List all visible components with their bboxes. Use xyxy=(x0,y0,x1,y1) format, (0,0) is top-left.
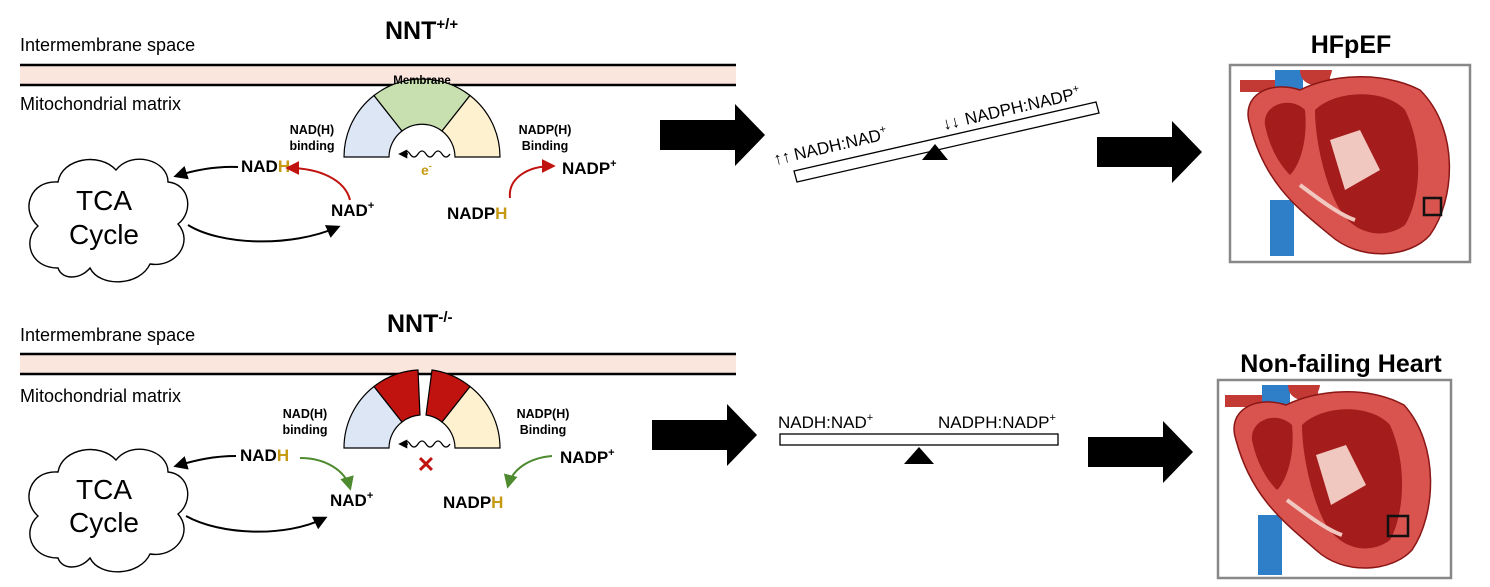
intermembrane-label: Intermembrane space xyxy=(20,35,195,55)
nnt-wt-title: NNT+/+ xyxy=(385,16,458,45)
nad-plus-label: NAD+ xyxy=(331,200,374,220)
matrix-label: Mitochondrial matrix xyxy=(20,386,181,406)
nadp-plus-label: NADP+ xyxy=(562,158,617,178)
nadp-binding-label-2: Binding xyxy=(520,423,567,437)
ratio-nadh-label-bottom: NADH:NAD+ xyxy=(778,412,873,432)
nadp-to-nadph-green-arrow xyxy=(503,455,553,489)
outcome-title-hfpef: HFpEF xyxy=(1311,31,1392,59)
membrane-band xyxy=(20,65,736,85)
electron-label: e- xyxy=(421,161,432,178)
ratio-nadph-label-bottom: NADPH:NADP+ xyxy=(938,412,1056,432)
heart-illustration-icon xyxy=(1228,63,1472,264)
block-cross-icon: ✕ xyxy=(417,452,435,477)
nadp-binding-domain xyxy=(441,94,501,158)
nadh-to-tca-arrow xyxy=(173,165,239,180)
nad-to-nadh-red-arrow xyxy=(285,161,351,201)
nadph-to-nadp-red-arrow xyxy=(508,159,556,199)
broken-membrane-domain-left xyxy=(373,369,421,423)
broken-membrane-domain-right xyxy=(425,369,471,423)
balance-beam-level xyxy=(779,433,1059,446)
wavy-electron-path-icon xyxy=(401,150,451,158)
nad-binding-label-1: NAD(H) xyxy=(290,123,334,137)
nadp-binding-domain xyxy=(441,385,501,449)
nadh-label: NADH xyxy=(240,446,289,465)
tca-label-2: Cycle xyxy=(69,507,139,538)
membrane-domain-label: Membrane xyxy=(393,75,451,87)
tca-to-nad-arrow xyxy=(185,515,328,533)
nadh-to-nad-green-arrow xyxy=(299,457,354,491)
balance-beam-tilted xyxy=(793,101,1100,183)
nadp-binding-label-2: Binding xyxy=(522,139,569,153)
nadph-label: NADPH xyxy=(447,204,507,223)
nnt-ko-title: NNT-/- xyxy=(387,309,453,338)
big-right-arrow-icon xyxy=(660,104,765,166)
bottom-panel: Intermembrane space Mitochondrial matrix… xyxy=(20,309,1453,580)
nadph-label: NADPH xyxy=(443,493,503,512)
wavy-electron-path-icon xyxy=(401,440,451,448)
tca-label-1: TCA xyxy=(76,474,132,505)
tca-to-nad-arrow xyxy=(187,224,341,243)
nnt-mutant-arch xyxy=(343,369,501,449)
intermembrane-label: Intermembrane space xyxy=(20,325,195,345)
outcome-title-nonfailing: Non-failing Heart xyxy=(1240,350,1442,378)
big-right-arrow-icon xyxy=(1088,421,1193,483)
top-panel: Intermembrane space Mitochondrial matrix… xyxy=(20,16,1472,283)
tca-label-2: Cycle xyxy=(69,219,139,250)
tca-cloud-icon xyxy=(28,158,189,283)
nadh-label: NADH xyxy=(241,157,290,176)
balance-fulcrum-icon xyxy=(904,447,934,464)
nnt-enzyme-arch xyxy=(343,78,501,158)
nadp-plus-label: NADP+ xyxy=(560,447,615,467)
tca-cloud-icon xyxy=(28,448,189,573)
nadp-binding-label-1: NADP(H) xyxy=(517,407,570,421)
membrane-domain xyxy=(373,78,471,132)
nadh-to-tca-arrow xyxy=(173,455,237,470)
tca-label-1: TCA xyxy=(76,185,132,216)
nad-binding-label-2: binding xyxy=(289,139,334,153)
membrane-band xyxy=(20,354,736,374)
nad-binding-label-1: NAD(H) xyxy=(283,407,327,421)
heart-illustration-icon xyxy=(1216,378,1453,580)
balance-fulcrum-icon xyxy=(922,144,948,160)
matrix-label: Mitochondrial matrix xyxy=(20,94,181,114)
nadp-binding-label-1: NADP(H) xyxy=(519,123,572,137)
big-right-arrow-icon xyxy=(1097,121,1202,183)
big-right-arrow-icon xyxy=(652,404,757,466)
nad-binding-label-2: binding xyxy=(282,423,327,437)
nad-plus-label: NAD+ xyxy=(330,490,373,510)
